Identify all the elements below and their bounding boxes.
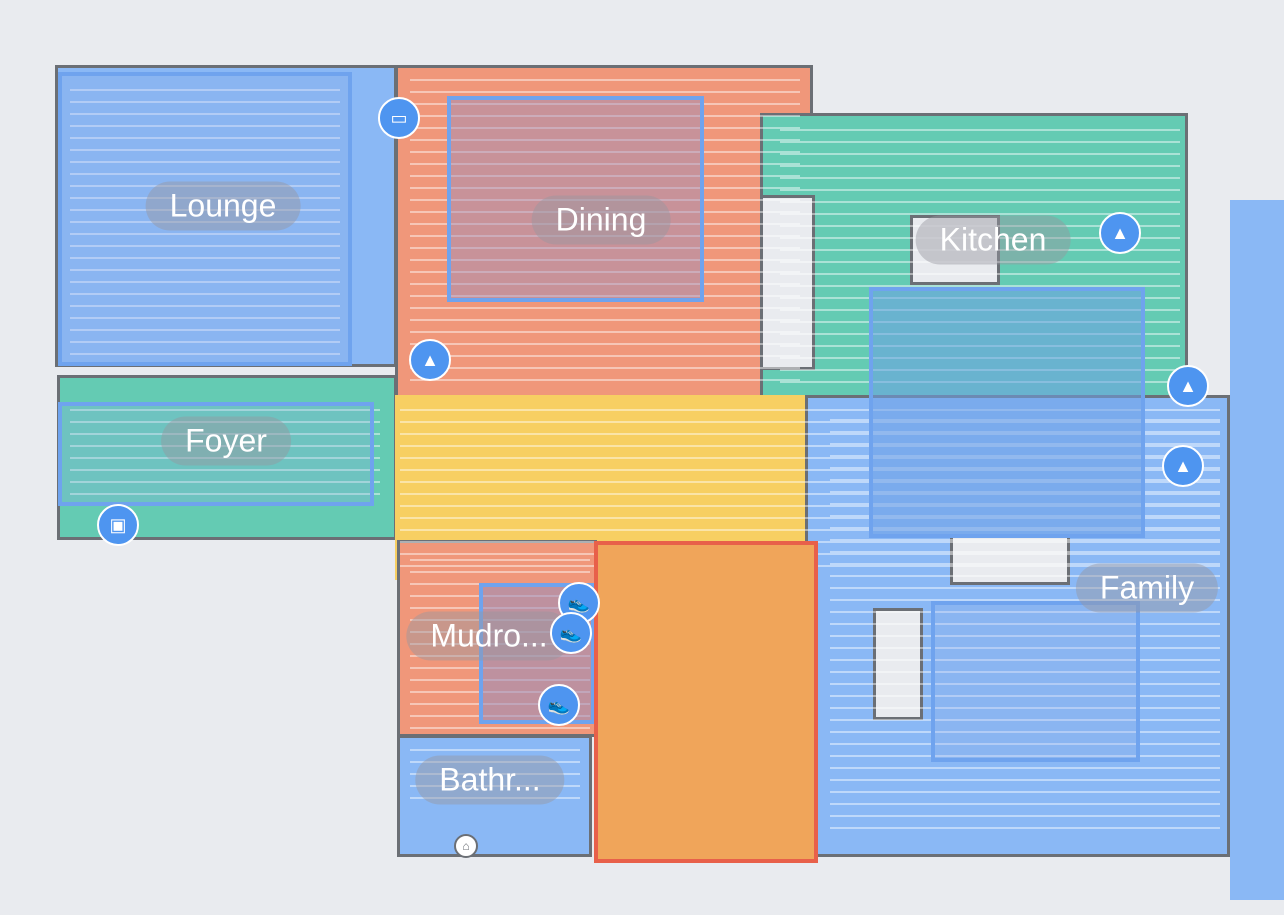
map-edge-area [1230,200,1284,900]
scale-icon[interactable]: ▣ [97,504,139,546]
room-label-kitchen[interactable]: Kitchen [915,215,1071,265]
room-label-family[interactable]: Family [1075,563,1219,613]
room-lounge[interactable] [55,65,397,367]
room-label-lounge[interactable]: Lounge [145,181,301,231]
room-label-bathroom[interactable]: Bathr... [415,755,565,805]
zone-lounge[interactable] [58,72,352,366]
room-bathroom[interactable] [397,735,592,857]
zone-kitchen[interactable] [869,287,1145,538]
zone-dining[interactable] [447,96,704,302]
power-strip-icon[interactable]: ▭ [378,97,420,139]
cone-icon[interactable]: ▲ [1099,212,1141,254]
room-label-foyer[interactable]: Foyer [161,416,291,466]
room-label-dining[interactable]: Dining [531,195,671,245]
wall-void [873,608,923,720]
zone-family[interactable] [931,601,1140,762]
cone-icon[interactable]: ▲ [1162,445,1204,487]
room-label-mudroom[interactable]: Mudro... [406,611,572,661]
shoe-icon[interactable]: 👟 [550,612,592,654]
cone-icon[interactable]: ▲ [1167,365,1209,407]
dock-icon[interactable]: ⌂ [454,834,478,858]
cone-icon[interactable]: ▲ [409,339,451,381]
zone-foyer[interactable] [58,402,374,506]
no-go-zone[interactable] [594,541,818,863]
shoe-icon[interactable]: 👟 [538,684,580,726]
